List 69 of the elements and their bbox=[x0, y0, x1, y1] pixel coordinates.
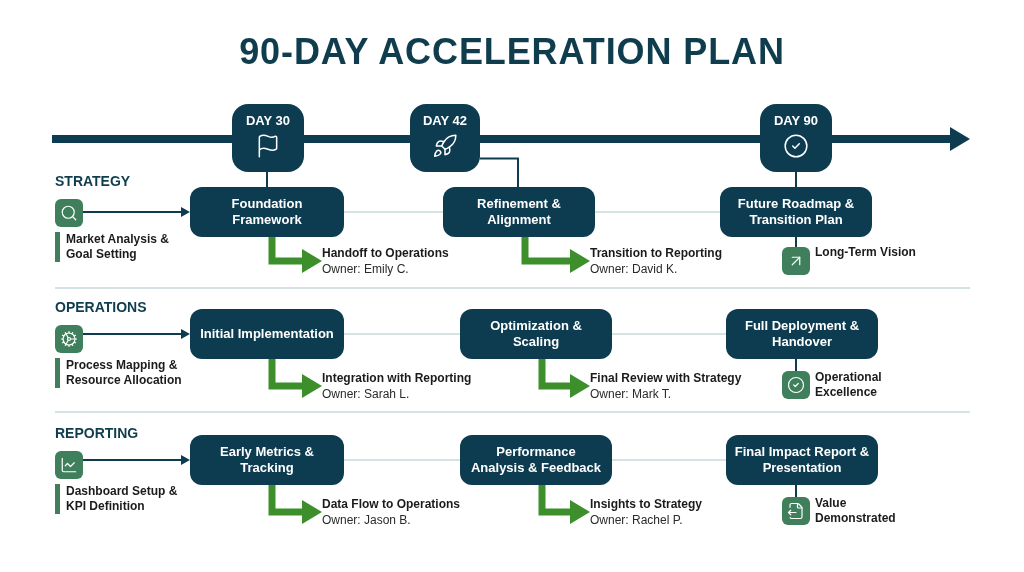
owner-text: Owner: Mark T. bbox=[590, 386, 672, 402]
milestone-box bbox=[760, 104, 832, 172]
icon-tile bbox=[782, 497, 810, 525]
connector-line bbox=[795, 236, 797, 248]
connector-line bbox=[611, 459, 727, 461]
lane-heading: OPERATIONS bbox=[55, 298, 147, 317]
outcome-label: Long-Term Vision bbox=[815, 245, 916, 260]
outcome-label: Process Mapping & Resource Allocation bbox=[66, 358, 183, 388]
connector-line bbox=[343, 459, 461, 461]
connector-line bbox=[479, 157, 519, 188]
milestone-day: DAY 90 bbox=[773, 113, 819, 130]
owner-text: Owner: Jason B. bbox=[322, 512, 411, 528]
phase-title: Full Deployment & Handover bbox=[743, 318, 861, 350]
owner-text: Owner: David K. bbox=[590, 261, 678, 277]
icon-tile bbox=[782, 371, 810, 399]
phase-title: Initial Implementation bbox=[200, 326, 334, 342]
connector-line bbox=[343, 211, 444, 213]
phase-box bbox=[720, 187, 872, 237]
phase-title: Performance Analysis & Feedback bbox=[469, 444, 603, 476]
owner-text: Owner: Rachel P. bbox=[590, 512, 683, 528]
phase-title: Final Impact Report & Presentation bbox=[734, 444, 870, 476]
phase-box bbox=[190, 309, 344, 359]
milestone-box bbox=[410, 104, 480, 172]
icon-tile bbox=[55, 325, 83, 353]
connector-line bbox=[795, 358, 797, 372]
phase-title: Early Metrics & Tracking bbox=[219, 444, 315, 476]
icon-tile bbox=[782, 247, 810, 275]
phase-box bbox=[190, 187, 344, 237]
phase-title: Future Roadmap & Transition Plan bbox=[736, 196, 856, 228]
connector-line bbox=[611, 333, 727, 335]
handoff-arrow bbox=[268, 237, 322, 273]
outcome-label: Value Demonstrated bbox=[815, 496, 897, 526]
connector-line bbox=[594, 211, 721, 213]
handoff-title: Transition to Reporting bbox=[590, 245, 722, 261]
handoff-title: Final Review with Strategy bbox=[590, 370, 742, 386]
phase-box bbox=[443, 187, 595, 237]
arrow bbox=[82, 329, 190, 339]
owner-text: Owner: Emily C. bbox=[322, 261, 409, 277]
connector-line bbox=[343, 333, 461, 335]
phase-box bbox=[460, 435, 612, 485]
icon-tile bbox=[55, 451, 83, 479]
icon-tile bbox=[55, 199, 83, 227]
arrow bbox=[82, 207, 190, 217]
phase-box bbox=[726, 309, 878, 359]
handoff-title: Insights to Strategy bbox=[590, 496, 702, 512]
phase-box bbox=[726, 435, 878, 485]
phase-box bbox=[190, 435, 344, 485]
lane-heading: REPORTING bbox=[55, 424, 139, 443]
connector-line bbox=[795, 484, 797, 498]
milestone-day: DAY 42 bbox=[422, 113, 468, 130]
outcome-label: Dashboard Setup & KPI Definition bbox=[66, 484, 179, 514]
handoff-arrow bbox=[521, 237, 590, 273]
handoff-title: Handoff to Operations bbox=[322, 245, 449, 261]
outcome-label: Market Analysis & Goal Setting bbox=[66, 232, 170, 262]
outcome-label: Operational Excellence bbox=[815, 370, 883, 400]
title: 90-DAY ACCELERATION PLAN bbox=[239, 34, 785, 70]
milestone-box bbox=[232, 104, 304, 172]
handoff-title: Data Flow to Operations bbox=[322, 496, 460, 512]
phase-title: Optimization & Scaling bbox=[489, 318, 583, 350]
owner-text: Owner: Sarah L. bbox=[322, 386, 410, 402]
phase-title: Refinement & Alignment bbox=[476, 196, 562, 228]
phase-title: Foundation Framework bbox=[230, 196, 304, 228]
lane-heading: STRATEGY bbox=[55, 172, 131, 191]
arrow bbox=[82, 455, 190, 465]
handoff-title: Integration with Reporting bbox=[322, 370, 472, 386]
phase-box bbox=[460, 309, 612, 359]
connector-line bbox=[795, 171, 797, 188]
milestone-day: DAY 30 bbox=[245, 113, 291, 130]
connector-line bbox=[266, 171, 268, 188]
